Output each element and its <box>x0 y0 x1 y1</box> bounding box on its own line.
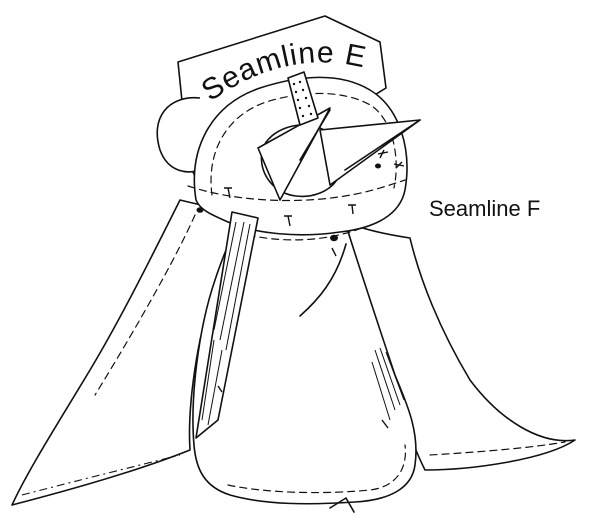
seamline-f-label: Seamline F <box>429 196 540 222</box>
